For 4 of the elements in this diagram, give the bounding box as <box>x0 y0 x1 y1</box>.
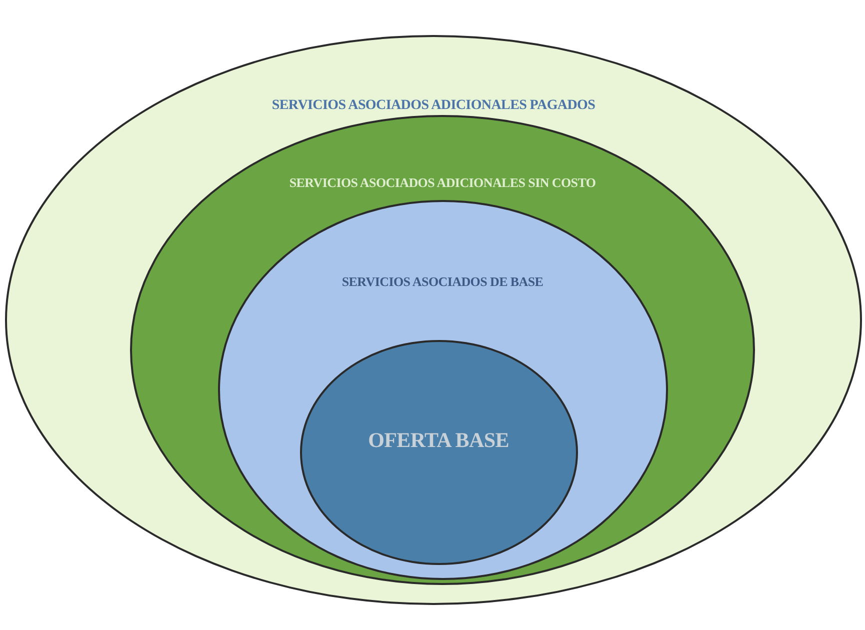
layer-label: SERVICIOS ASOCIADOS ADICIONALES PAGADOS <box>270 97 596 115</box>
layer-label: OFERTA BASE <box>367 427 510 454</box>
layer-label: SERVICIOS ASOCIADOS DE BASE <box>340 273 544 291</box>
layer-label: SERVICIOS ASOCIADOS ADICIONALES SIN COSTO <box>288 174 597 192</box>
